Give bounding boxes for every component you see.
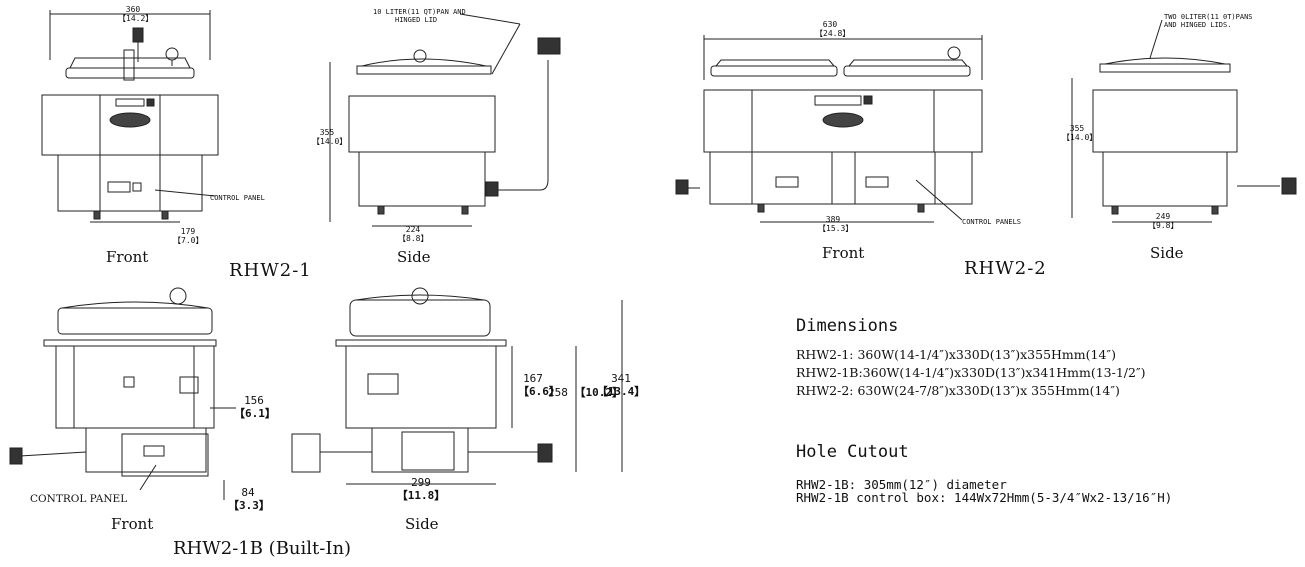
dim-value: 156	[244, 394, 264, 407]
rhw2-1-side-base: 224 【8.8】	[398, 225, 428, 243]
dim-value: 389	[825, 215, 841, 224]
lid-note-line: TWO 0LITER(11 0T)PANS	[1164, 13, 1253, 21]
dimension-line: RHW2-1B:360W(14-1/4″)x330D(13″)x341Hmm(1…	[796, 365, 1146, 380]
hole-cutout-line: RHW2-1B control box: 144Wx72Hmm(5-3/4″Wx…	[796, 490, 1173, 505]
rhw2-2-front-drawing	[675, 35, 983, 223]
dim-value: 355	[1069, 124, 1085, 133]
dim-inches: 【9.8】	[1148, 221, 1179, 230]
dimensions-heading: Dimensions	[796, 316, 899, 336]
dim-value: 167	[523, 372, 543, 385]
rhw2-1-top-width: 360 【14.2】	[118, 5, 154, 23]
rhw2-1-front-label: Front	[106, 248, 149, 266]
rhw2-1-lid-note: 10 LITER(11 QT)PAN AND HINGED LID	[373, 8, 466, 24]
rhw2-2-side-height: 355 【14.0】	[1062, 124, 1098, 142]
rhw2-1b-dim-167: 167 【6.6】	[518, 372, 560, 398]
rhw2-1b-dim-156: 156 【6.1】	[234, 394, 276, 420]
rhw2-1b-dim-299: 299 【11.8】	[396, 476, 446, 502]
rhw2-1-side-drawing	[329, 13, 561, 227]
rhw2-1-side-label: Side	[397, 248, 431, 266]
rhw2-2-side-label: Side	[1150, 244, 1184, 262]
dim-value: 249	[1155, 212, 1171, 221]
rhw2-1b-model-title: RHW2-1B (Built-In)	[173, 538, 352, 559]
rhw2-2-side-drawing	[1071, 19, 1297, 223]
rhw2-1-side-height: 355 【14.0】	[312, 128, 348, 146]
dim-inches: 【15.3】	[818, 224, 854, 233]
rhw2-1b-front-label: Front	[111, 515, 154, 533]
dim-inches: 【11.8】	[396, 489, 446, 502]
lid-note-line: 10 LITER(11 QT)PAN AND	[373, 8, 466, 16]
rhw2-1-front-drawing	[41, 10, 219, 223]
rhw2-2-control-panels-label: CONTROL PANELS	[962, 218, 1022, 226]
dim-inches: 【8.8】	[398, 234, 429, 243]
rhw2-1b-side-drawing	[291, 287, 623, 485]
dim-inches: 【6.6】	[518, 385, 560, 398]
rhw2-2-lid-note: TWO 0LITER(11 0T)PANS AND HINGED LIDS.	[1164, 13, 1253, 29]
dim-inches: 【14.2】	[118, 14, 154, 23]
rhw2-2-side-base: 249 【9.8】	[1148, 212, 1178, 230]
dim-value: 258	[548, 386, 568, 399]
rhw2-1b-dim-258: 258 【10.2】	[548, 386, 623, 399]
dim-value: 299	[411, 476, 431, 489]
rhw2-2-model-title: RHW2-2	[964, 258, 1047, 279]
dimension-line: RHW2-2: 630W(24-7/8″)x330D(13″)x 355Hmm(…	[796, 383, 1120, 398]
hole-cutout-heading: Hole Cutout	[796, 442, 909, 462]
dim-inches: 【3.3】	[228, 499, 270, 512]
rhw2-1b-dim-341: 341 【13.4】	[596, 372, 646, 398]
dimension-line: RHW2-1: 360W(14-1/4″)x330D(13″)x355Hmm(1…	[796, 347, 1116, 362]
dim-inches: 【10.2】	[574, 386, 624, 399]
dim-inches: 【14.0】	[1062, 133, 1098, 142]
dim-value: 630	[822, 20, 838, 29]
dimensions-list: RHW2-1: 360W(14-1/4″)x330D(13″)x355Hmm(1…	[796, 346, 1146, 400]
lid-note-line: HINGED LID	[395, 16, 438, 24]
rhw2-1b-front-drawing	[9, 287, 236, 500]
dim-inches: 【24.8】	[815, 29, 851, 38]
rhw2-1-bottom-width: 179 【7.0】	[173, 227, 203, 245]
dim-inches: 【14.0】	[312, 137, 348, 146]
dim-value: 360	[125, 5, 141, 14]
dim-inches: 【7.0】	[173, 236, 204, 245]
rhw2-1-model-title: RHW2-1	[229, 260, 312, 281]
dim-inches: 【6.1】	[234, 407, 276, 420]
dim-inches: 【13.4】	[596, 385, 646, 398]
rhw2-2-base-width: 389 【15.3】	[818, 215, 854, 233]
dim-value: 341	[611, 372, 631, 385]
rhw2-2-top-width: 630 【24.8】	[815, 20, 851, 38]
rhw2-1b-side-label: Side	[405, 515, 439, 533]
hole-cutout-list: RHW2-1B: 305mm(12″) diameter RHW2-1B con…	[796, 478, 1172, 504]
rhw2-2-front-label: Front	[822, 244, 865, 262]
hole-cutout-line: RHW2-1B: 305mm(12″) diameter	[796, 477, 1007, 492]
dim-value: 84	[241, 486, 255, 499]
rhw2-1b-control-panel-label: CONTROL PANEL	[30, 493, 128, 505]
dim-value: 224	[405, 225, 421, 234]
rhw2-1-control-panel-label: CONTROL PANEL	[210, 194, 265, 202]
rhw2-1b-dim-84: 84 【3.3】	[228, 486, 270, 512]
dim-value: 179	[180, 227, 196, 236]
dim-value: 355	[319, 128, 335, 137]
lid-note-line: AND HINGED LIDS.	[1164, 21, 1232, 29]
